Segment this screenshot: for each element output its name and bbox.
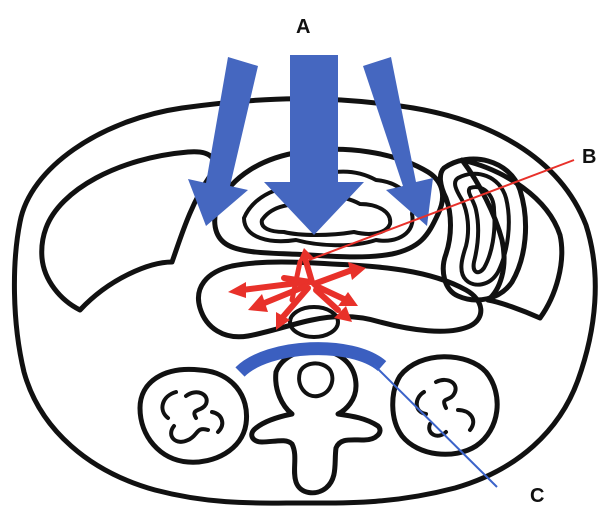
right-kidney: [393, 357, 497, 455]
colon: [440, 159, 525, 300]
vertebra: [252, 350, 380, 493]
down-arrow-icon: [363, 57, 433, 226]
spinal-band: [240, 349, 382, 372]
label-c: C: [530, 485, 544, 507]
force-arrows: [188, 55, 433, 235]
label-b: B: [582, 146, 596, 168]
label-a: A: [296, 16, 310, 38]
left-kidney: [140, 369, 247, 462]
down-arrow-icon: [188, 57, 258, 226]
